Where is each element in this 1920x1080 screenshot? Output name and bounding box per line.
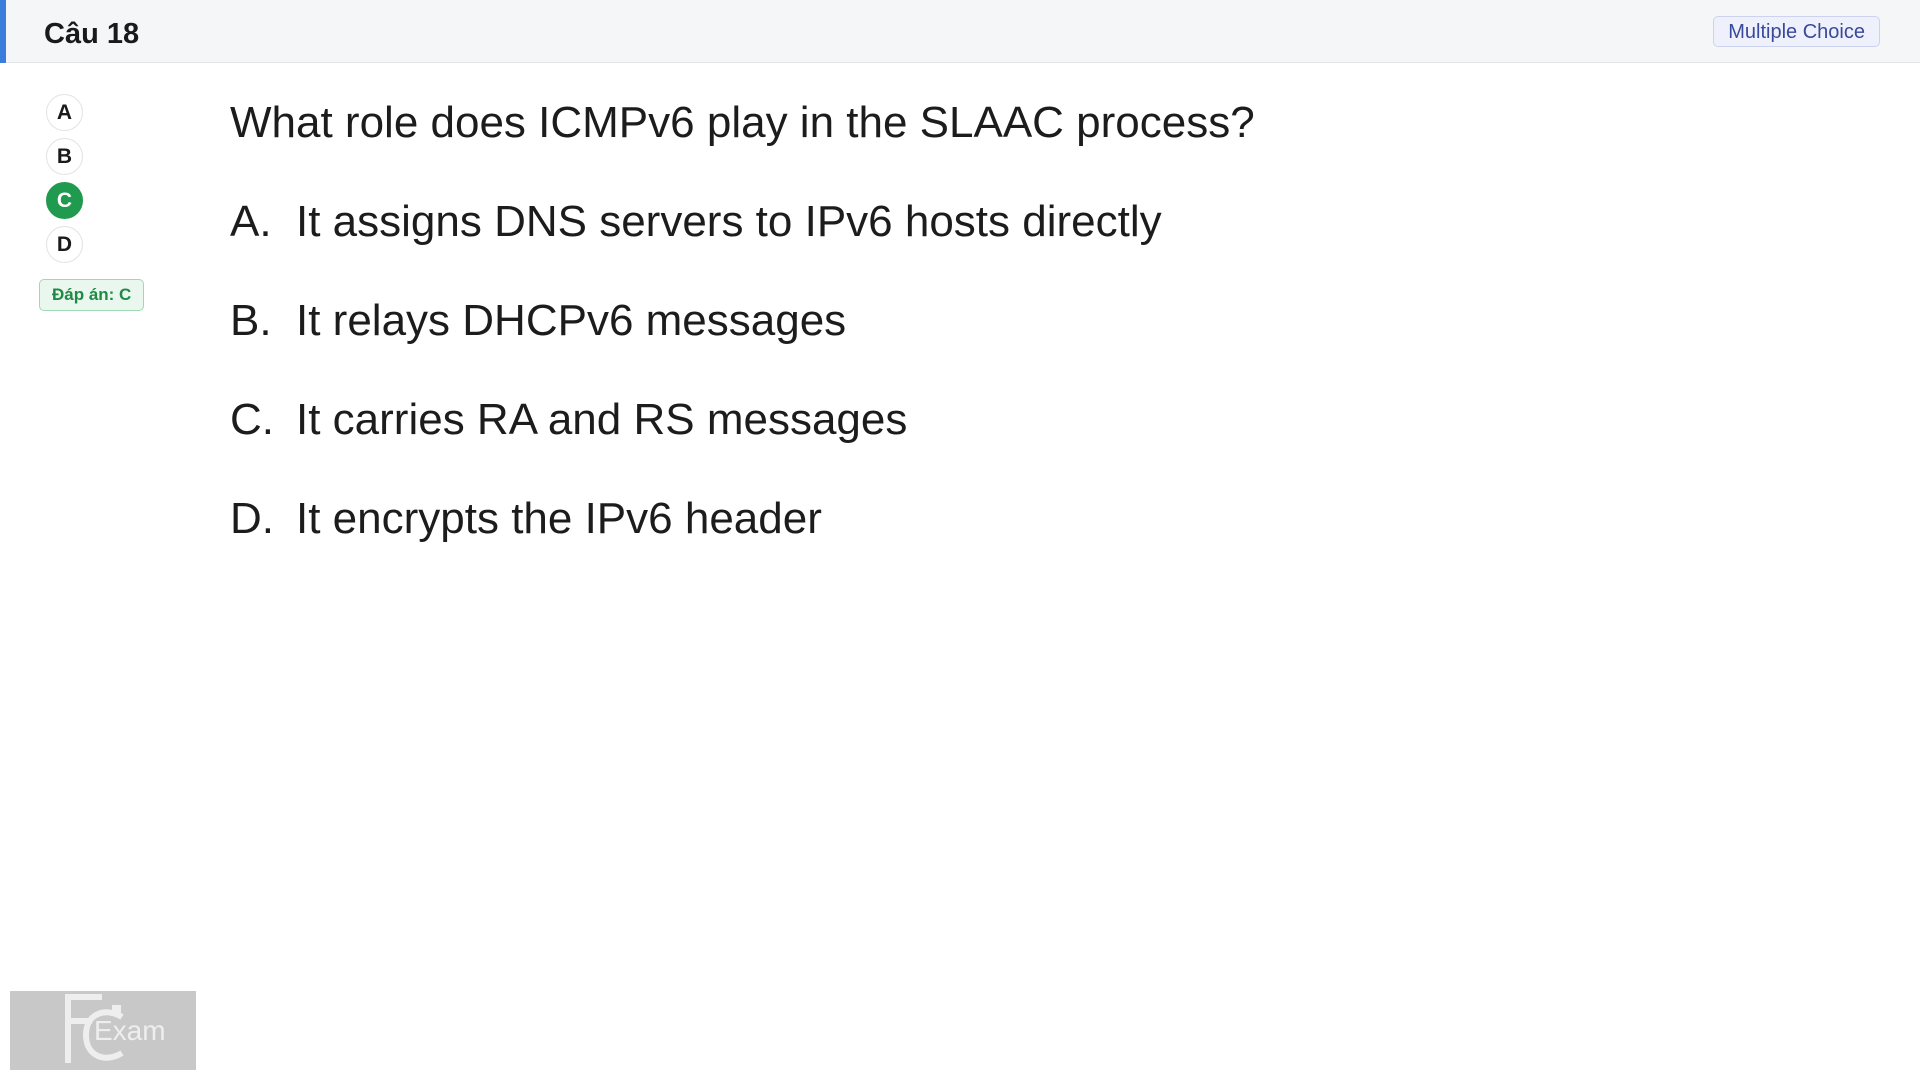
question-header: Câu 18 Multiple Choice (0, 0, 1920, 63)
choice-a: A. It assigns DNS servers to IPv6 hosts d… (230, 194, 1830, 250)
choice-b-letter: B. (230, 296, 272, 345)
answer-options-column: A B C D (46, 94, 86, 270)
choice-c: C. It carries RA and RS messages (230, 392, 1830, 448)
watermark-logo: Exam (10, 991, 196, 1070)
choice-a-letter: A. (230, 197, 272, 246)
choice-b: B. It relays DHCPv6 messages (230, 293, 1830, 349)
option-b-button[interactable]: B (46, 138, 83, 175)
header-accent-bar (0, 0, 6, 63)
choice-a-text: It assigns DNS servers to IPv6 hosts dir… (296, 197, 1162, 246)
watermark-logo-icon (65, 994, 124, 1063)
question-content: What role does ICMPv6 play in the SLAAC … (230, 95, 1830, 590)
question-number-title: Câu 18 (44, 18, 140, 50)
choice-c-text: It carries RA and RS messages (296, 395, 908, 444)
option-d-button[interactable]: D (46, 226, 83, 263)
choice-d-text: It encrypts the IPv6 header (296, 494, 822, 543)
question-text: What role does ICMPv6 play in the SLAAC … (230, 98, 1255, 147)
choice-d-letter: D. (230, 494, 274, 543)
question-type-badge: Multiple Choice (1713, 16, 1880, 47)
option-a-button[interactable]: A (46, 94, 83, 131)
correct-answer-badge: Đáp án: C (39, 279, 145, 311)
choice-c-letter: C. (230, 395, 274, 444)
option-c-button[interactable]: C (46, 182, 83, 219)
watermark-text: Exam (94, 1015, 166, 1046)
choice-d: D. It encrypts the IPv6 header (230, 491, 1830, 547)
choice-b-text: It relays DHCPv6 messages (296, 296, 847, 345)
